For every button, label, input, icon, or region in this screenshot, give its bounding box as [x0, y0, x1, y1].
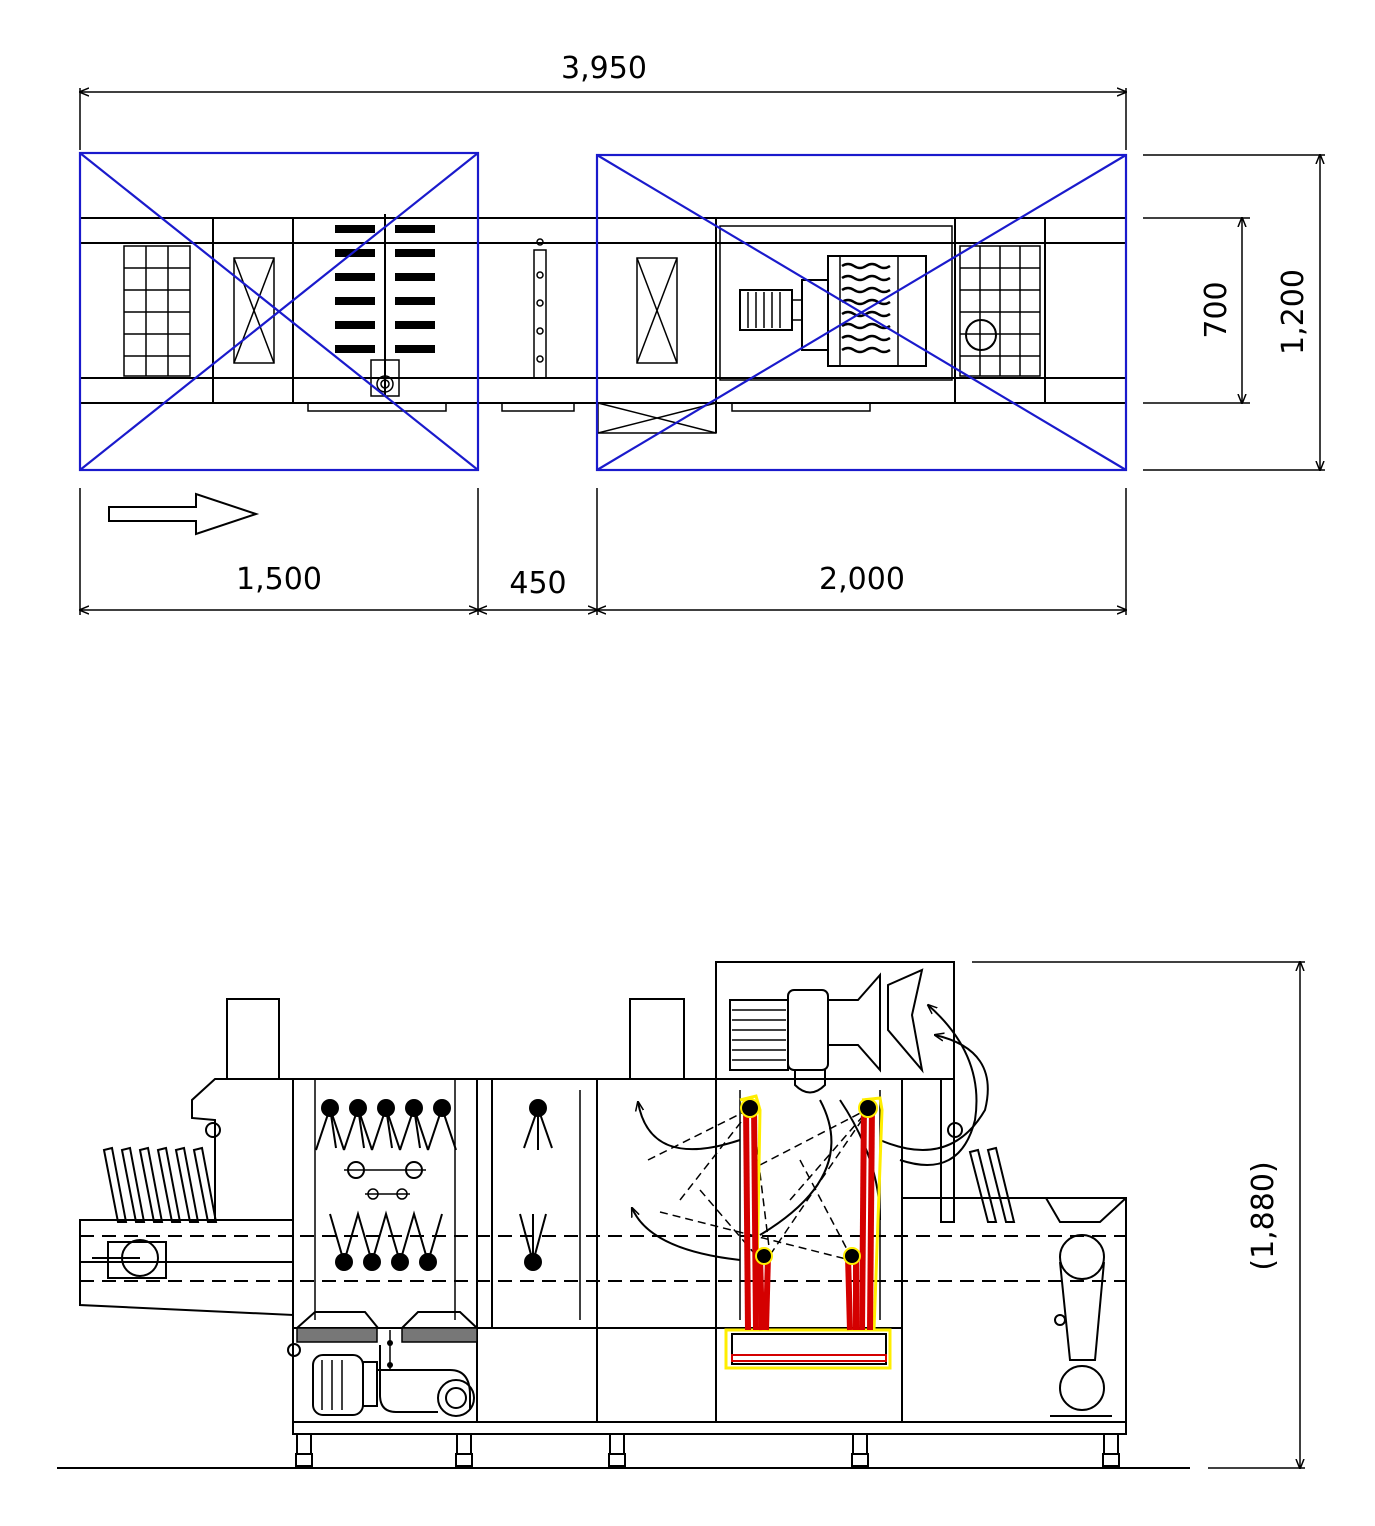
- inner-width-dimension: 700: [1143, 218, 1250, 403]
- overall-height-label: (1,880): [1246, 1161, 1281, 1270]
- overall-length-label: 3,950: [561, 51, 647, 86]
- entry-dishes: [102, 1146, 218, 1223]
- outer-width-dimension: 1,200: [1143, 155, 1325, 470]
- heater-elements: [724, 1094, 892, 1370]
- entry-conveyor: [79, 1078, 294, 1317]
- airflow-arrows: [632, 1005, 989, 1261]
- dryer-blower-housing: [715, 961, 955, 1094]
- machine-plan-body: [79, 214, 1127, 434]
- section-gap-label: 450: [509, 566, 566, 601]
- cross-panel-bottom: [597, 402, 717, 434]
- wash-tank-pump: [287, 1311, 478, 1417]
- top-view: 3,950: [78, 51, 1325, 615]
- module-box-left: [78, 151, 480, 472]
- outer-width-label: 1,200: [1276, 269, 1311, 355]
- wash-spray-nozzles: [315, 1099, 553, 1271]
- exhaust-stack-2: [629, 998, 685, 1080]
- side-view: (1,880): [57, 961, 1305, 1469]
- exit-conveyor: [901, 1078, 1127, 1423]
- dish-rack-right: [959, 245, 1041, 377]
- flow-direction-arrow: [108, 492, 260, 536]
- cross-box-2: [636, 257, 678, 364]
- machine-legs: [295, 1433, 1120, 1467]
- module-box-right: [595, 153, 1128, 472]
- inner-width-label: 700: [1199, 281, 1234, 338]
- section-left-label: 1,500: [236, 562, 322, 597]
- spray-arms-plan: [335, 214, 435, 397]
- section-right-label: 2,000: [819, 562, 905, 597]
- cross-box-1: [233, 257, 275, 364]
- blower-motor-plan: [719, 225, 953, 381]
- spray-post-plan: [533, 238, 547, 379]
- section-dimensions: 1,500 450 2,000: [80, 488, 1126, 615]
- overall-height-dimension: (1,880): [972, 962, 1305, 1468]
- exhaust-stack-1: [226, 998, 280, 1080]
- dish-rack-left: [123, 245, 191, 377]
- overall-length-dimension: 3,950: [80, 51, 1126, 150]
